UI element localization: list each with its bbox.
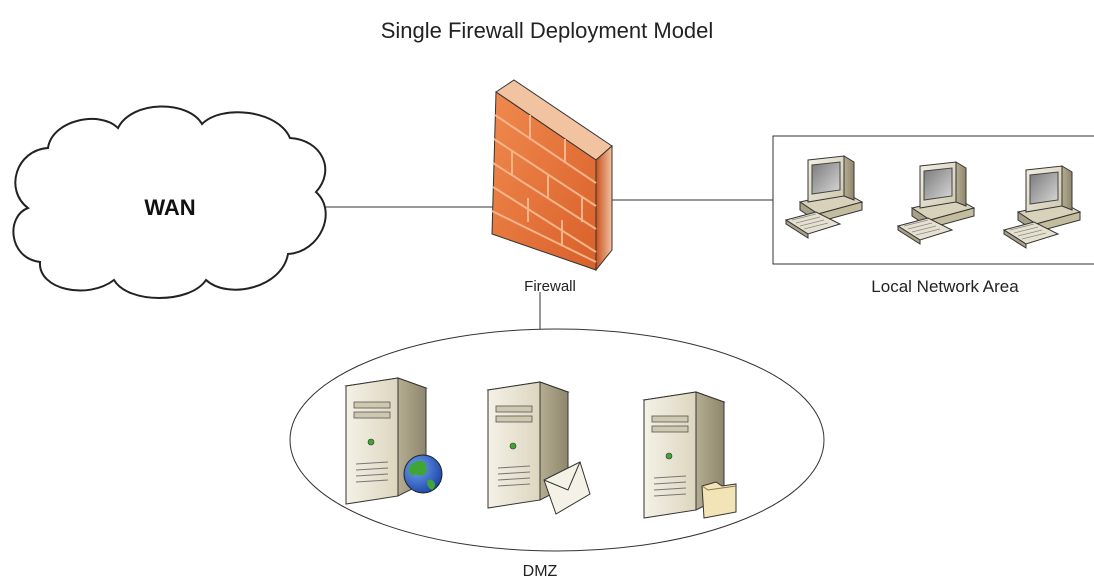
cloud-icon [12,105,327,299]
web-server-icon [345,377,443,505]
lan-label: Local Network Area [871,277,1019,296]
diagram-title: Single Firewall Deployment Model [380,18,714,43]
mail-server-icon [487,381,591,515]
wan-label: WAN [144,195,196,220]
dmz-label: DMZ [522,563,558,580]
firewall-label: Firewall [524,278,576,295]
file-server-icon [643,391,737,519]
brick-firewall-icon [491,79,613,272]
